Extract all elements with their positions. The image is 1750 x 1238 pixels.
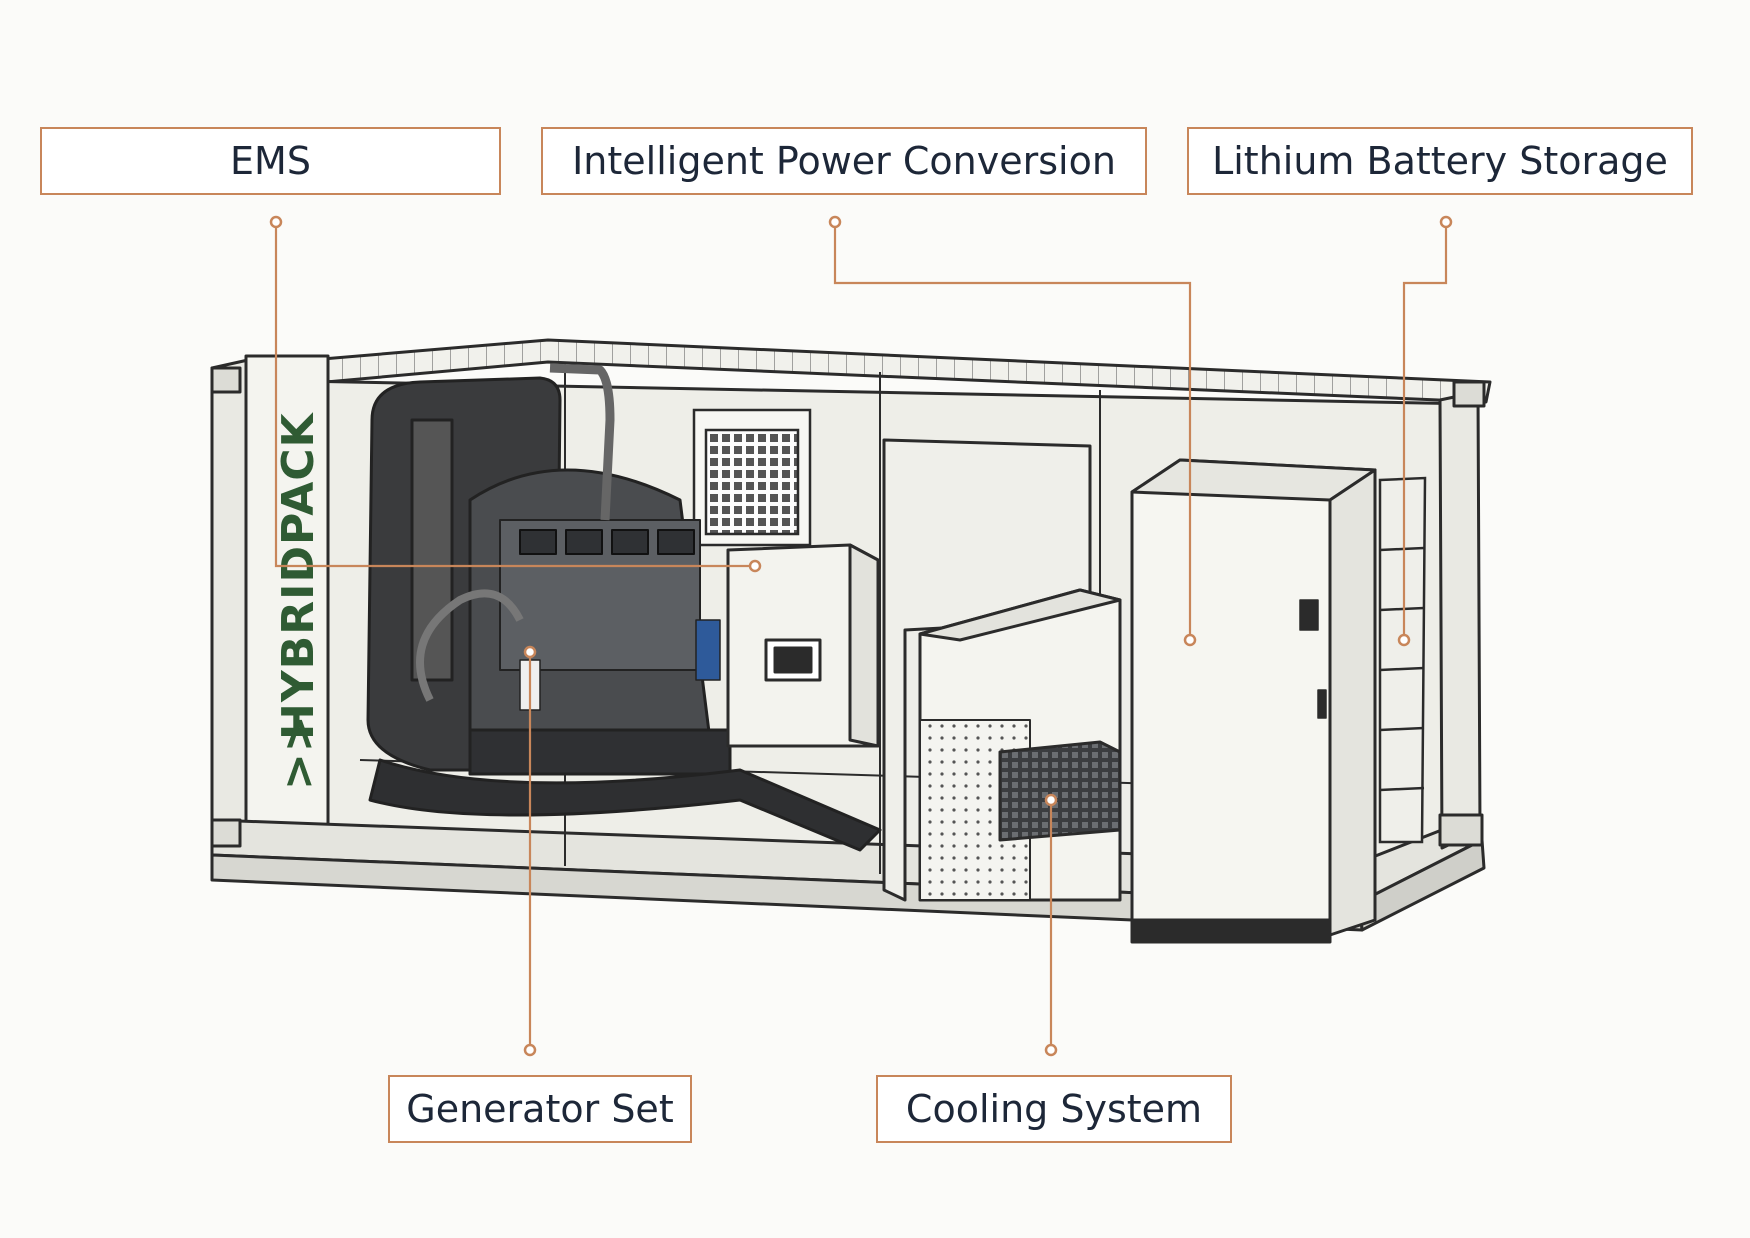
leader-ems [274,222,755,568]
leader-battery-storage [1402,222,1448,640]
label-intelligent-power-conversion: Intelligent Power Conversion [541,127,1147,195]
brand-mark: HYBRIDPACK >> [273,411,324,790]
leader-power-conversion [833,222,1192,640]
enclosure-wall [882,438,1092,902]
label-ems: EMS [40,127,501,195]
brand-chevrons: >> [273,714,324,790]
label-generator-set: Generator Set [388,1075,692,1143]
power-conversion-unit [726,543,880,748]
label-cooling-system: Cooling System [876,1075,1232,1143]
cooling-system [918,588,1122,902]
battery-racks [1378,476,1427,844]
label-lithium-battery-storage: Lithium Battery Storage [1187,127,1693,195]
battery-cabinet [1130,458,1377,944]
brand-text: HYBRIDPACK [273,411,324,740]
callout-leaders [274,222,1448,1050]
generator-set [366,363,882,852]
callout-dots [269,215,1453,1057]
vent-grille [692,408,812,547]
